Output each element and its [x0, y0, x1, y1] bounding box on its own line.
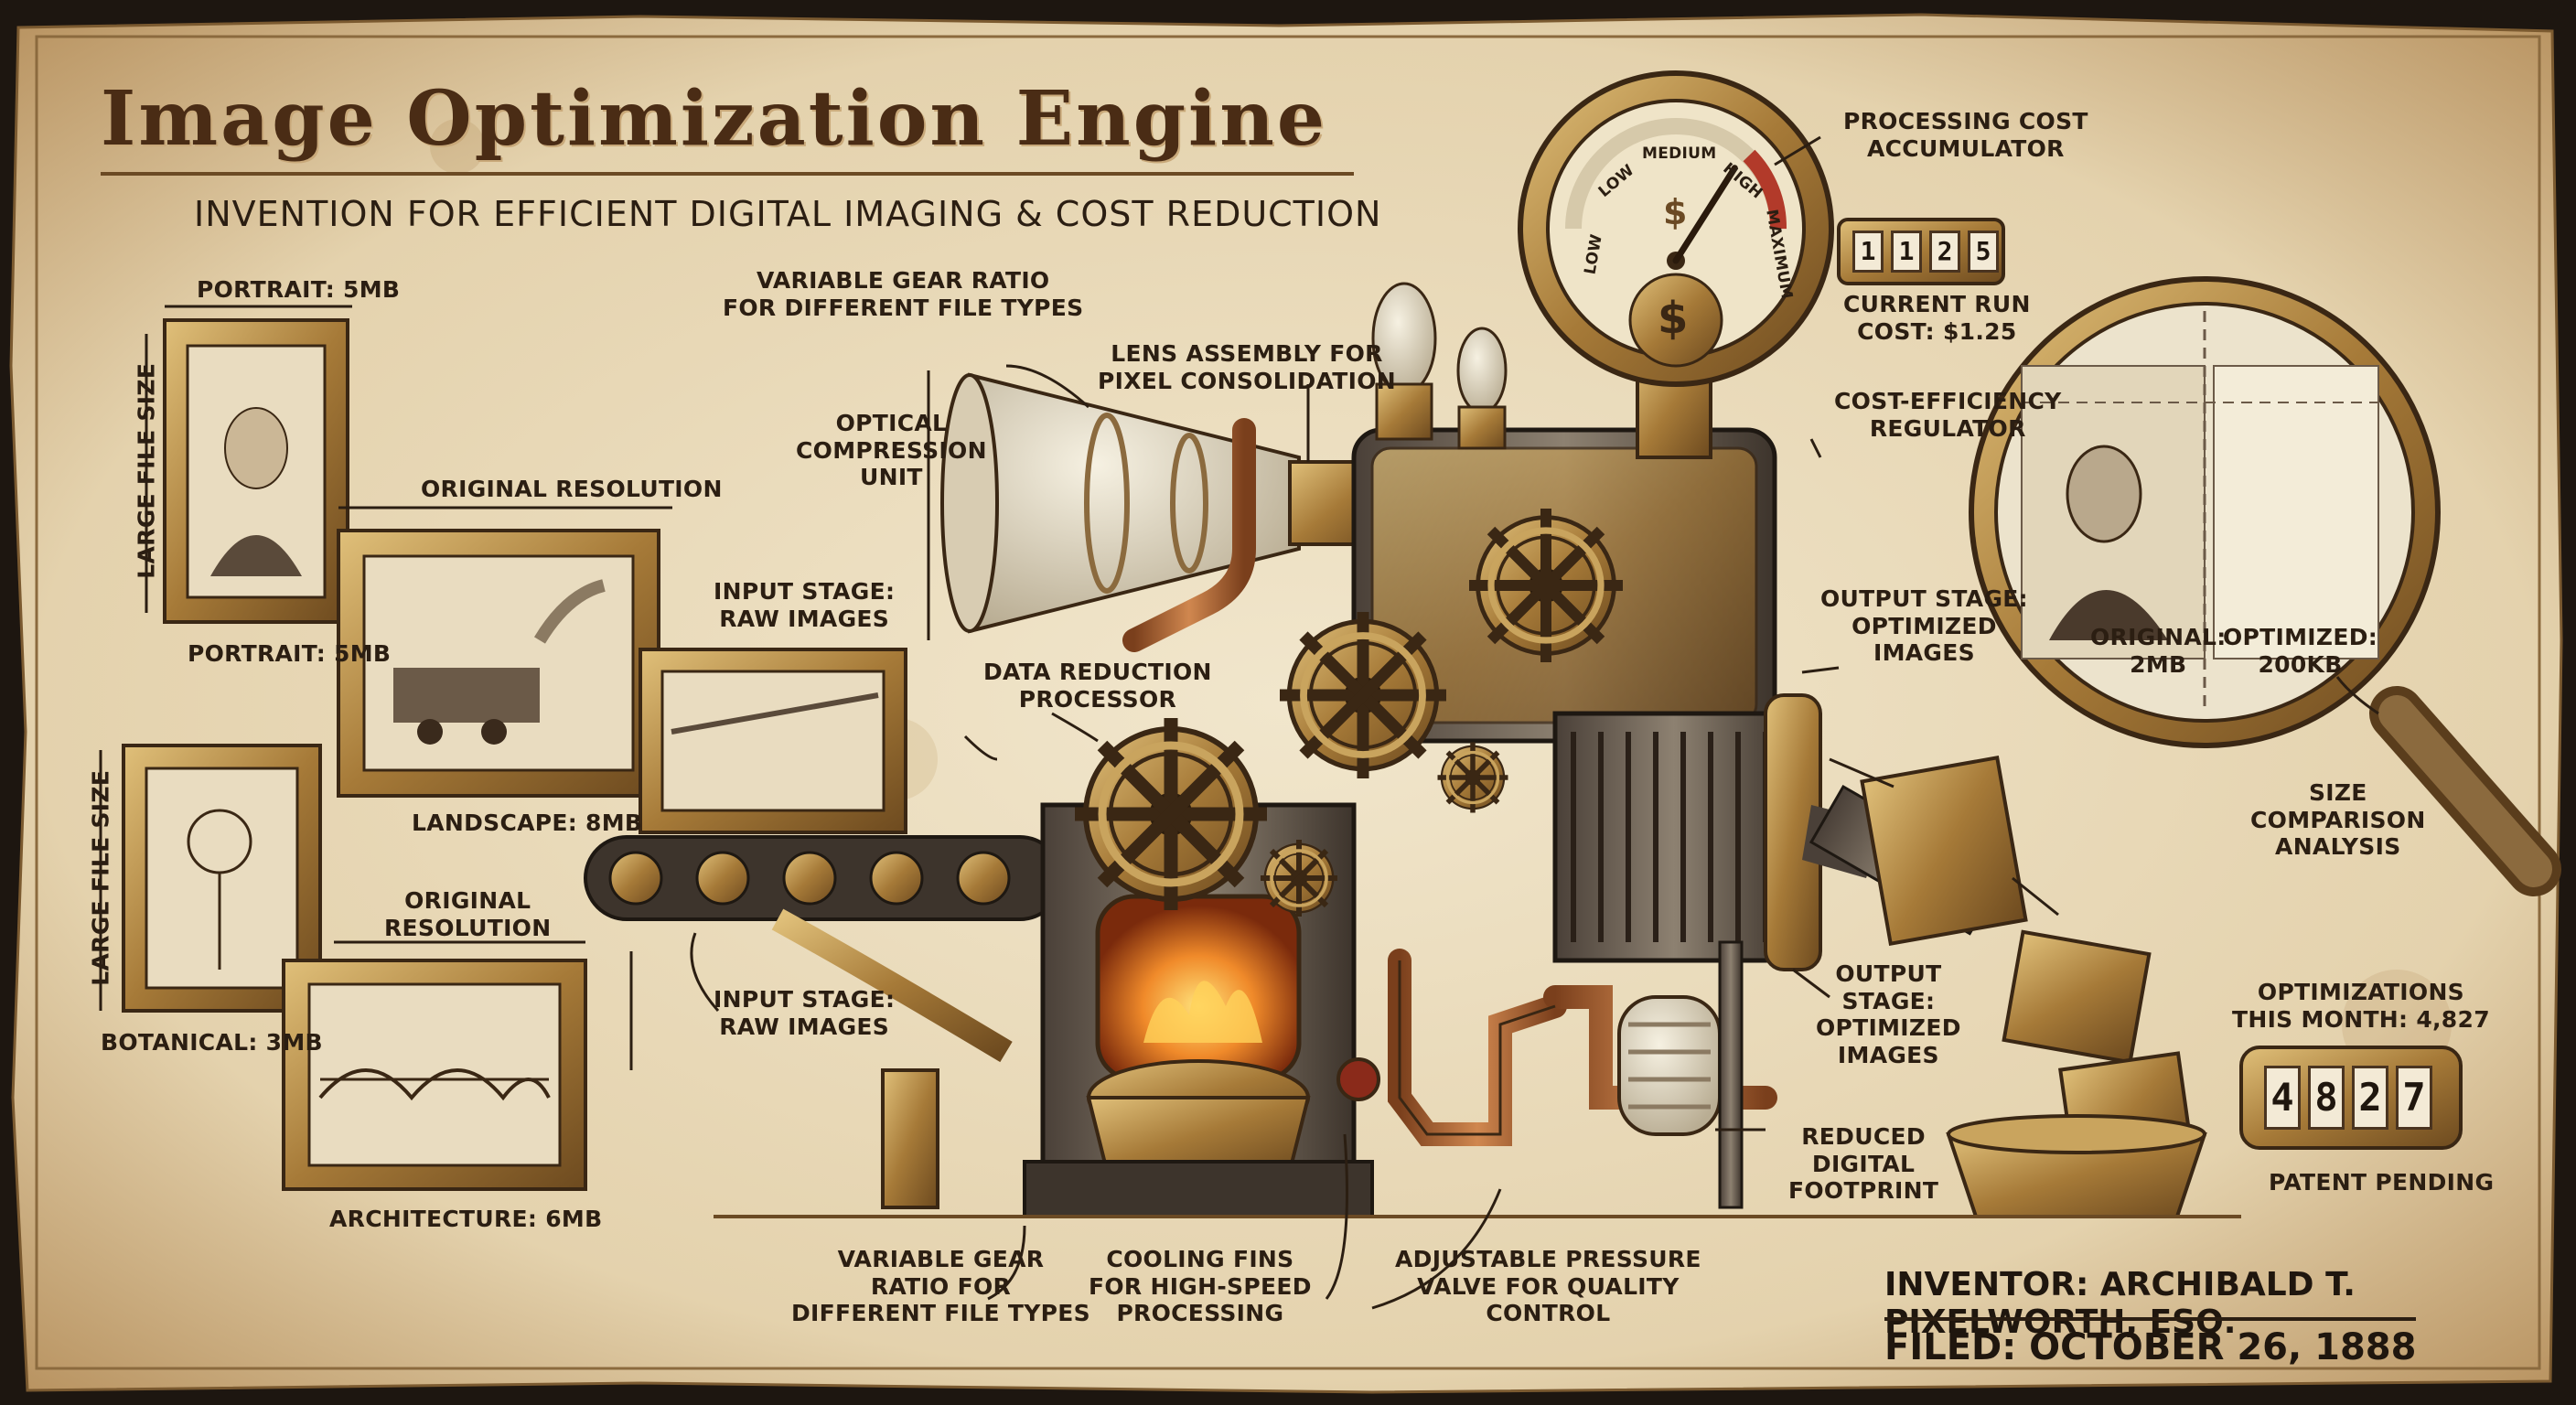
label-optimizations: OPTIMIZATIONS THIS MONTH: 4,827: [2232, 979, 2490, 1033]
page-title: Image Optimization Engine: [101, 75, 1327, 163]
optimizations-counter: 4 8 2 7: [2264, 1066, 2432, 1130]
label-size-comparison: SIZE COMPARISON ANALYSIS: [2250, 779, 2426, 860]
label-input-stage-top: INPUT STAGE: RAW IMAGES: [714, 578, 896, 632]
label-large-file-size-1: LARGE FILE SIZE: [133, 362, 160, 579]
gauge-medium: MEDIUM: [1642, 145, 1717, 163]
label-optical-compression: OPTICAL COMPRESSION UNIT: [796, 410, 987, 490]
optimizations-counter-digit: 7: [2396, 1066, 2432, 1130]
label-data-reduction: DATA REDUCTION PROCESSOR: [983, 659, 1212, 713]
label-botanical: BOTANICAL: 3MB: [101, 1029, 323, 1056]
vacuum-bulbs: [1371, 282, 1508, 450]
label-cost-efficiency: COST-EFFICIENCY REGULATOR: [1834, 388, 2062, 442]
output-frames: [1860, 756, 2207, 1218]
label-large-file-size-2: LARGE FILE SIZE: [87, 769, 114, 986]
cost-counter-digit: 5: [1968, 231, 1999, 273]
conveyor: [584, 835, 1063, 1063]
label-output-stage-top: OUTPUT STAGE: OPTIMIZED IMAGES: [1820, 585, 2028, 666]
frame-bridge-small: [639, 648, 907, 834]
gauge-dollar-lower: $: [1658, 293, 1689, 344]
label-lens-assembly: LENS ASSEMBLY FOR PIXEL CONSOLIDATION: [1098, 340, 1397, 394]
label-original-resolution-2: ORIGINAL RESOLUTION: [384, 887, 552, 941]
label-landscape: LANDSCAPE: 8MB: [412, 810, 643, 836]
optimizations-counter-digit: 8: [2308, 1066, 2345, 1130]
optical-compression-horn: [940, 372, 1392, 634]
label-comparison-optimized: OPTIMIZED: 200KB: [2223, 624, 2378, 678]
gauge-needle: [1672, 165, 1738, 264]
label-architecture: ARCHITECTURE: 6MB: [329, 1206, 603, 1232]
cost-counter-digit: 1: [1852, 231, 1884, 273]
label-portrait-top: PORTRAIT: 5MB: [197, 276, 401, 303]
label-reduced-footprint: REDUCED DIGITAL FOOTPRINT: [1788, 1123, 1939, 1204]
cost-counter-digit: 1: [1891, 231, 1922, 273]
label-pressure-valve: ADJUSTABLE PRESSURE VALVE FOR QUALITY CO…: [1395, 1246, 1701, 1326]
cost-counter-digit: 2: [1929, 231, 1960, 273]
label-cooling-fins: COOLING FINS FOR HIGH-SPEED PROCESSING: [1089, 1246, 1312, 1326]
label-comparison-original: ORIGINAL: 2MB: [2090, 624, 2227, 678]
label-original-resolution-1: ORIGINAL RESOLUTION: [421, 476, 723, 502]
optimizations-counter-digit: 4: [2264, 1066, 2301, 1130]
label-variable-gear-bottom: VARIABLE GEAR RATIO FOR DIFFERENT FILE T…: [791, 1246, 1090, 1326]
label-portrait-bottom: PORTRAIT: 5MB: [188, 640, 392, 667]
cost-gauge-housing: [1518, 70, 1834, 459]
cost-counter: 1 1 2 5: [1852, 231, 1999, 273]
frame-portrait: [163, 318, 349, 624]
label-current-run: CURRENT RUN COST: $1.25: [1843, 291, 2031, 345]
inventor-line: INVENTOR: ARCHIBALD T. PIXELWORTH, ESQ.: [1884, 1266, 2356, 1341]
label-input-stage-bottom: INPUT STAGE: RAW IMAGES: [714, 986, 896, 1040]
filed-line: FILED: OCTOBER 26, 1888: [1884, 1317, 2417, 1368]
optimizations-counter-digit: 2: [2352, 1066, 2388, 1130]
gauge-dollar-upper: $: [1663, 192, 1688, 232]
magnifier: [1969, 276, 2561, 896]
label-variable-gear-top: VARIABLE GEAR RATIO FOR DIFFERENT FILE T…: [723, 267, 1084, 321]
subtitle: INVENTION FOR EFFICIENT DIGITAL IMAGING …: [194, 194, 1382, 234]
label-processing-cost: PROCESSING COST ACCUMULATOR: [1843, 108, 2088, 162]
frame-landscape: [337, 529, 660, 798]
label-output-stage-bottom: OUTPUT STAGE: OPTIMIZED IMAGES: [1816, 960, 1961, 1068]
frame-architecture: [282, 959, 587, 1191]
label-patent-pending: PATENT PENDING: [2269, 1169, 2495, 1196]
